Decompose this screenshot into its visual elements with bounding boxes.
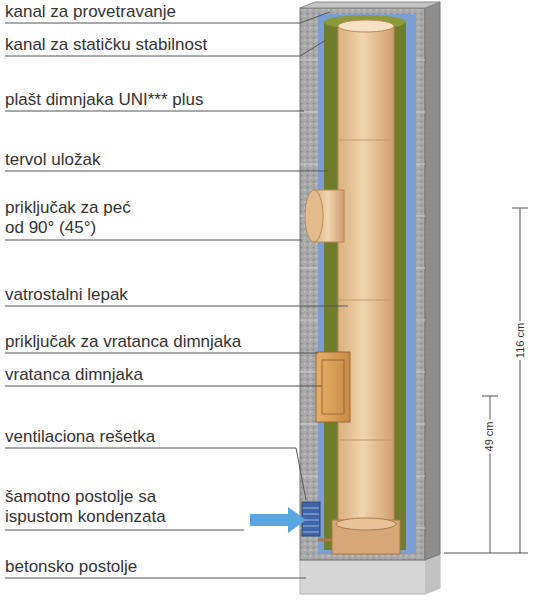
part-label-text: plašt dimnjaka UNI*** plus (5, 90, 203, 109)
chamotte-top (336, 518, 396, 530)
chimney-mantle (300, 8, 425, 560)
ventilation-grating (302, 502, 320, 536)
flue-pipe (338, 26, 394, 526)
part-label: priključak za peć od 90° (45°) (5, 198, 143, 238)
part-label: tervol uložak (5, 150, 305, 170)
part-label-text: kanal za statičku stabilnost (5, 35, 207, 54)
leader-lines (5, 12, 348, 578)
part-label-text: šamotno postolje sa ispustom kondenzata (5, 487, 166, 526)
pipe-joint (338, 140, 394, 141)
dimension-lines (444, 208, 528, 553)
pipe-joint (338, 300, 394, 301)
part-label-text: vatrostalni lepak (5, 285, 128, 304)
mantle-top (300, 2, 440, 8)
part-label-text: vratanca dimnjaka (5, 365, 143, 384)
part-label: kanal za statičku stabilnost (5, 35, 305, 55)
part-label: ventilaciona rešetka (5, 427, 305, 447)
part-label: vratanca dimnjaka (5, 365, 305, 385)
stove-connector-mouth (305, 190, 323, 242)
condensate-outlet (318, 539, 332, 542)
part-label-text: priključak za peć od 90° (45°) (5, 198, 131, 237)
part-label: betonsko postolje (5, 557, 305, 577)
dimension-label: 49 cm (483, 419, 496, 453)
concrete-side (425, 554, 440, 594)
insulation (324, 22, 406, 550)
part-label: plašt dimnjaka UNI*** plus (5, 90, 305, 110)
chimney-door (316, 352, 350, 422)
door-frame (322, 360, 344, 414)
flue-top (338, 20, 394, 32)
part-label: kanal za provetravanje (5, 2, 305, 22)
part-label: vatrostalni lepak (5, 285, 305, 305)
part-label: priključak za vratanca dimnjaka (5, 332, 305, 352)
mantle-side (425, 2, 440, 560)
part-label: šamotno postolje sa ispustom kondenzata (5, 487, 205, 527)
dimension-label: 116 cm (514, 320, 527, 359)
pipe-joint (338, 440, 394, 441)
part-label-text: priključak za vratanca dimnjaka (5, 332, 241, 351)
ventilation-channel (318, 14, 416, 554)
part-label-text: kanal za provetravanje (5, 2, 176, 21)
part-label-text: ventilaciona rešetka (5, 427, 155, 446)
part-label-text: tervol uložak (5, 150, 100, 169)
air-arrow (250, 507, 306, 533)
part-label-text: betonsko postolje (5, 557, 137, 576)
